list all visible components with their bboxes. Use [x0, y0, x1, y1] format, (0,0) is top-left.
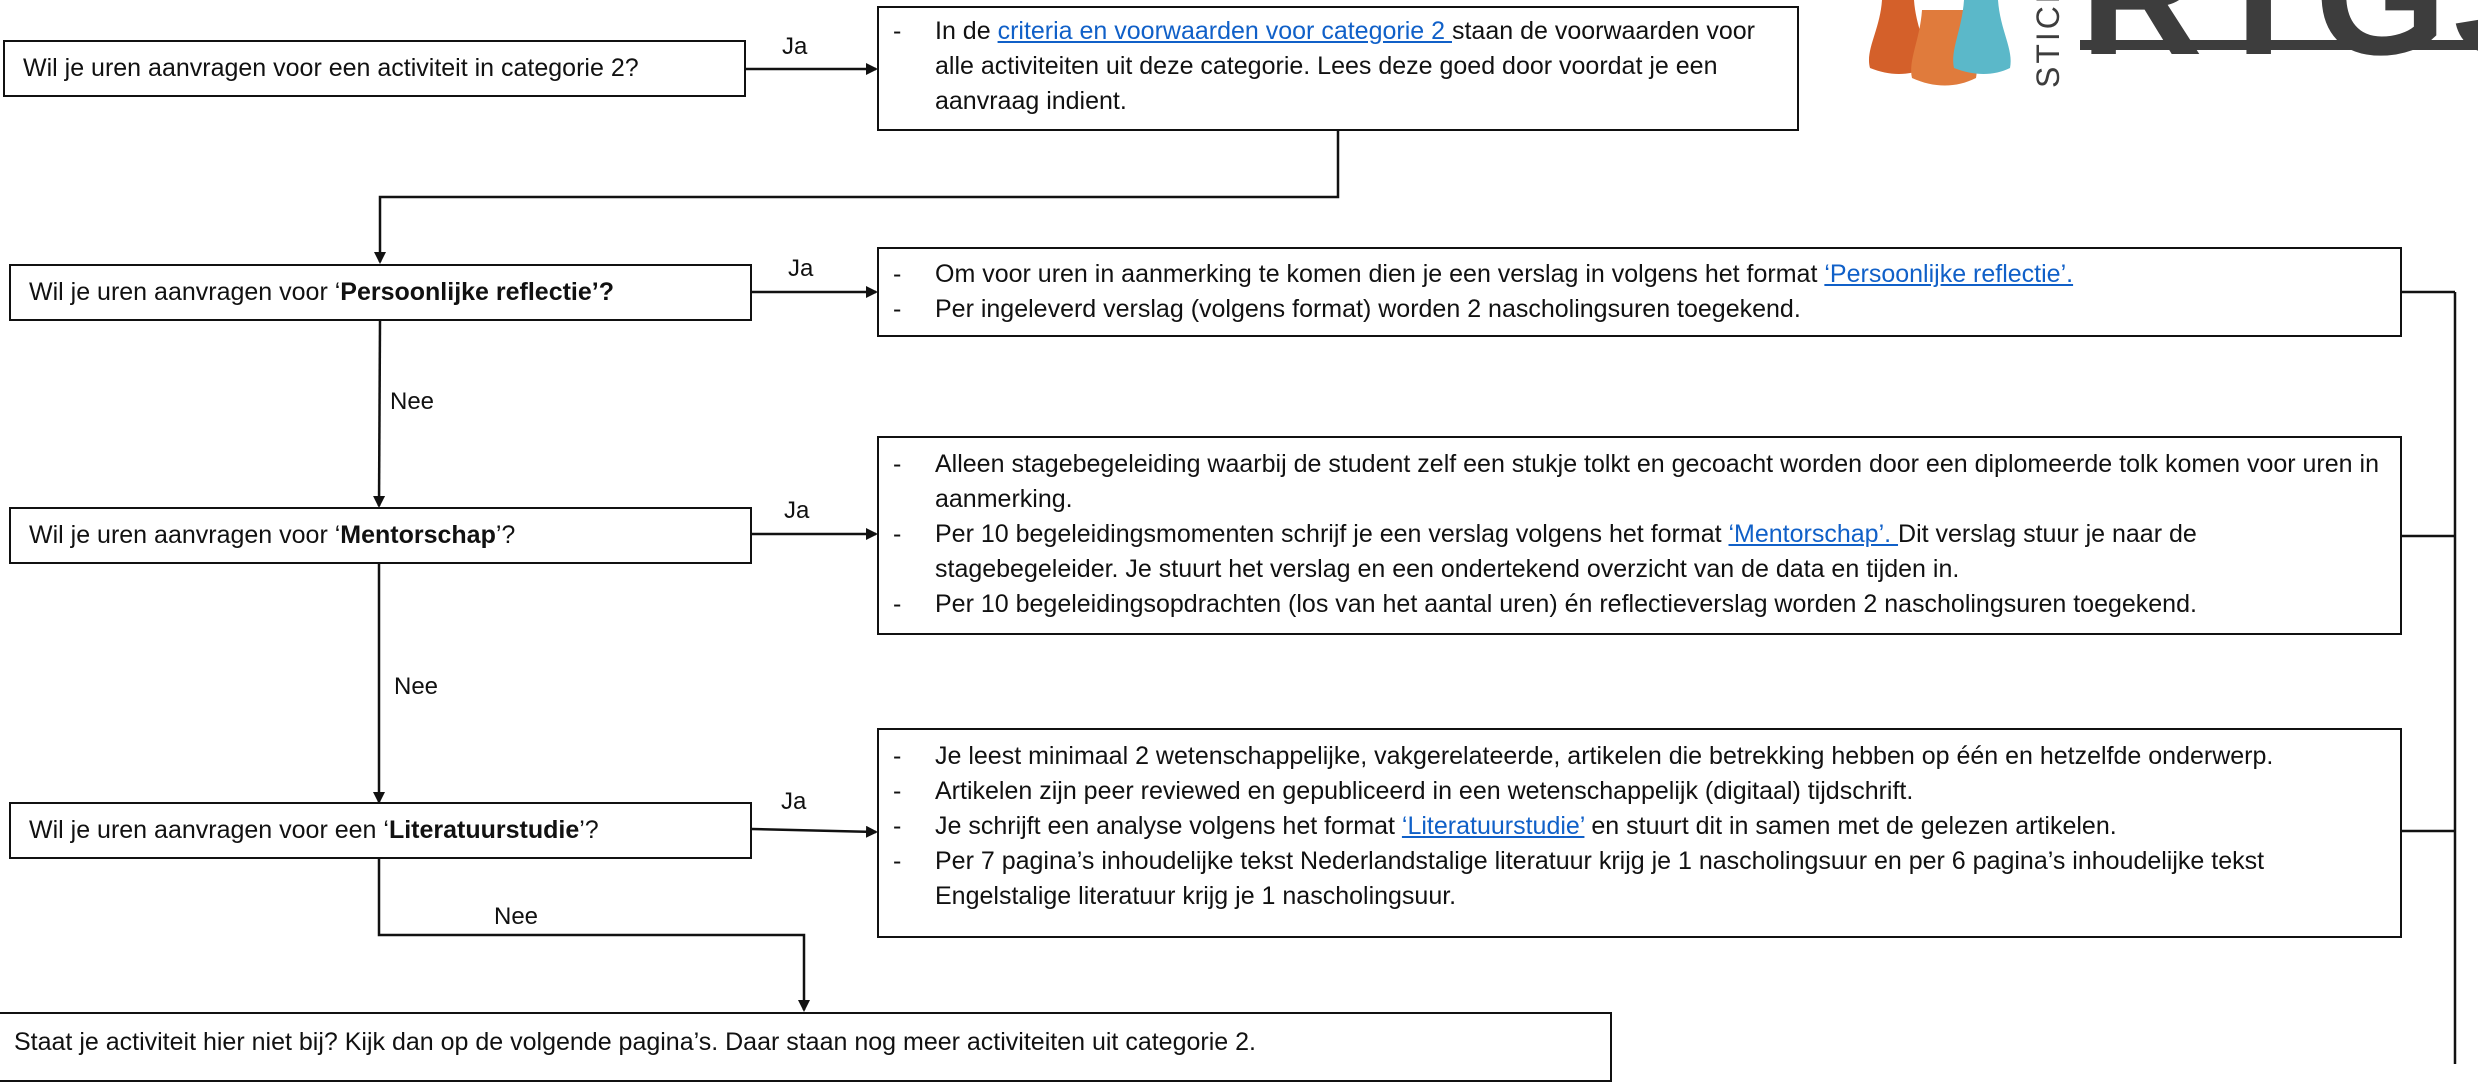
logo-stichting-text: STICHTING — [2030, 0, 2067, 88]
info-item: Per ingeleverd verslag (volgens format) … — [893, 292, 2386, 327]
mentorschap-link[interactable]: ‘Mentorschap’. — [1728, 520, 1899, 548]
no-label-2: Nee — [394, 673, 439, 700]
info-box-mentorschap: Alleen stagebegeleiding waarbij de stude… — [877, 436, 2402, 635]
logo-figures-icon — [1868, 0, 2011, 86]
question-persoonlijke-reflectie: Wil je uren aanvragen voor ‘Persoonlijke… — [9, 264, 752, 321]
info-box-literatuurstudie: Je leest minimaal 2 wetenschappelijke, v… — [877, 728, 2402, 938]
info-item: Alleen stagebegeleiding waarbij de stude… — [893, 447, 2386, 517]
question-category-2: Wil je uren aanvragen voor een activitei… — [3, 40, 746, 97]
question-bold-text: Literatuurstudie — [388, 816, 580, 844]
question-mentorschap: Wil je uren aanvragen voor ‘Mentorschap’… — [9, 507, 752, 564]
info-item: Om voor uren in aanmerking te komen dien… — [893, 257, 2386, 292]
info-item: Per 10 begeleidingsopdrachten (los van h… — [893, 587, 2386, 622]
question-text: Wil je uren aanvragen voor een ‘ — [29, 816, 389, 844]
question-text: Wil je uren aanvragen voor ‘ — [29, 521, 341, 549]
literatuurstudie-link[interactable]: ‘Literatuurstudie’ — [1401, 812, 1585, 840]
info-item: In de criteria en voorwaarden voor categ… — [893, 14, 1783, 119]
no-label-1: Nee — [390, 388, 435, 415]
yes-label-1: Ja — [782, 33, 808, 60]
arrow-q2-no — [373, 320, 386, 508]
info-item: Je leest minimaal 2 wetenschappelijke, v… — [893, 739, 2386, 774]
question-bold-text: Persoonlijke reflectie’? — [340, 278, 614, 306]
arrow-q4-yes — [751, 825, 878, 838]
arrow-q4-no — [377, 859, 810, 1012]
arrow-info1-to-q2 — [374, 131, 1340, 264]
info-item: Per 10 begeleidingsmomenten schrijf je e… — [893, 517, 2386, 587]
info-item: Per 7 pagina’s inhoudelijke tekst Nederl… — [893, 844, 2386, 914]
persoonlijke-reflectie-link[interactable]: ‘Persoonlijke reflectie’. — [1824, 260, 2074, 288]
question-literatuurstudie: Wil je uren aanvragen voor een ‘Literatu… — [9, 802, 752, 859]
rtgs-logo: STICHTING RTGS — [1860, 0, 2478, 90]
question-bold-text: Mentorschap — [340, 521, 496, 549]
question-text: Wil je uren aanvragen voor een activitei… — [23, 54, 639, 82]
info-box-persoonlijke-reflectie: Om voor uren in aanmerking te komen dien… — [877, 247, 2402, 337]
info-box-category-2: In de criteria en voorwaarden voor categ… — [877, 6, 1799, 131]
yes-label-2: Ja — [788, 255, 814, 282]
question-text-end: ’? — [495, 521, 516, 549]
question-text-end: ’? — [579, 816, 599, 844]
yes-label-4: Ja — [781, 788, 807, 815]
criteria-link[interactable]: criteria en voorwaarden voor categorie 2 — [997, 17, 1452, 45]
no-label-3: Nee — [494, 903, 539, 930]
footer-box: Staat je activiteit hier niet bij? Kijk … — [0, 1012, 1612, 1082]
question-text: Wil je uren aanvragen voor ‘ — [29, 278, 341, 306]
info-item: Artikelen zijn peer reviewed en gepublic… — [893, 774, 2386, 809]
logo-underline — [2080, 40, 2478, 50]
footer-text: Staat je activiteit hier niet bij? Kijk … — [14, 1028, 1256, 1056]
yes-label-3: Ja — [784, 497, 810, 524]
info-item: Je schrijft een analyse volgens het form… — [893, 809, 2386, 844]
